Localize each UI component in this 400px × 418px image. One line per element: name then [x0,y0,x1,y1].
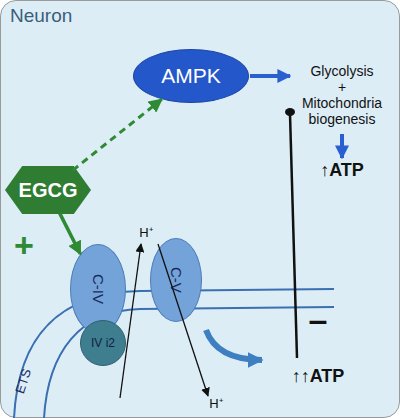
proton-flow-arrow [158,244,208,396]
proton-label: H⁺ [201,397,231,412]
plus-sign: + [9,226,39,265]
cell-title: Neuron [10,5,72,27]
effect-arrow [73,99,162,170]
effect-arrow [60,213,81,254]
output-arrow [340,134,344,158]
iv-i2-circle: IV i2 [80,320,126,366]
atp-strong-increase: ↑↑ATP [278,366,358,387]
inhibition-cap [285,108,295,116]
node-label: C-IV [90,274,107,304]
proton-label: H⁺ [131,226,161,241]
egcg-hexagon: EGCG [5,166,91,214]
node-label: AMPK [161,64,221,88]
inhibition-line [290,114,297,358]
ets-label: ETS [11,360,38,403]
minus-sign: – [303,300,333,339]
hexagon-outline [5,166,91,214]
complex-v: C-V [150,238,202,322]
atp-increase: ↑ATP [307,160,377,181]
ampk-ellipse: AMPK [133,49,249,103]
activation-arrow [250,74,290,78]
node-label: IV i2 [91,336,115,350]
pathway-text: Glycolysis + Mitochondria biogenesis [290,63,394,127]
node-label: EGCG [19,179,78,202]
atp-synthesis-arrow [206,330,262,360]
proton-flow-arrow [120,244,141,398]
